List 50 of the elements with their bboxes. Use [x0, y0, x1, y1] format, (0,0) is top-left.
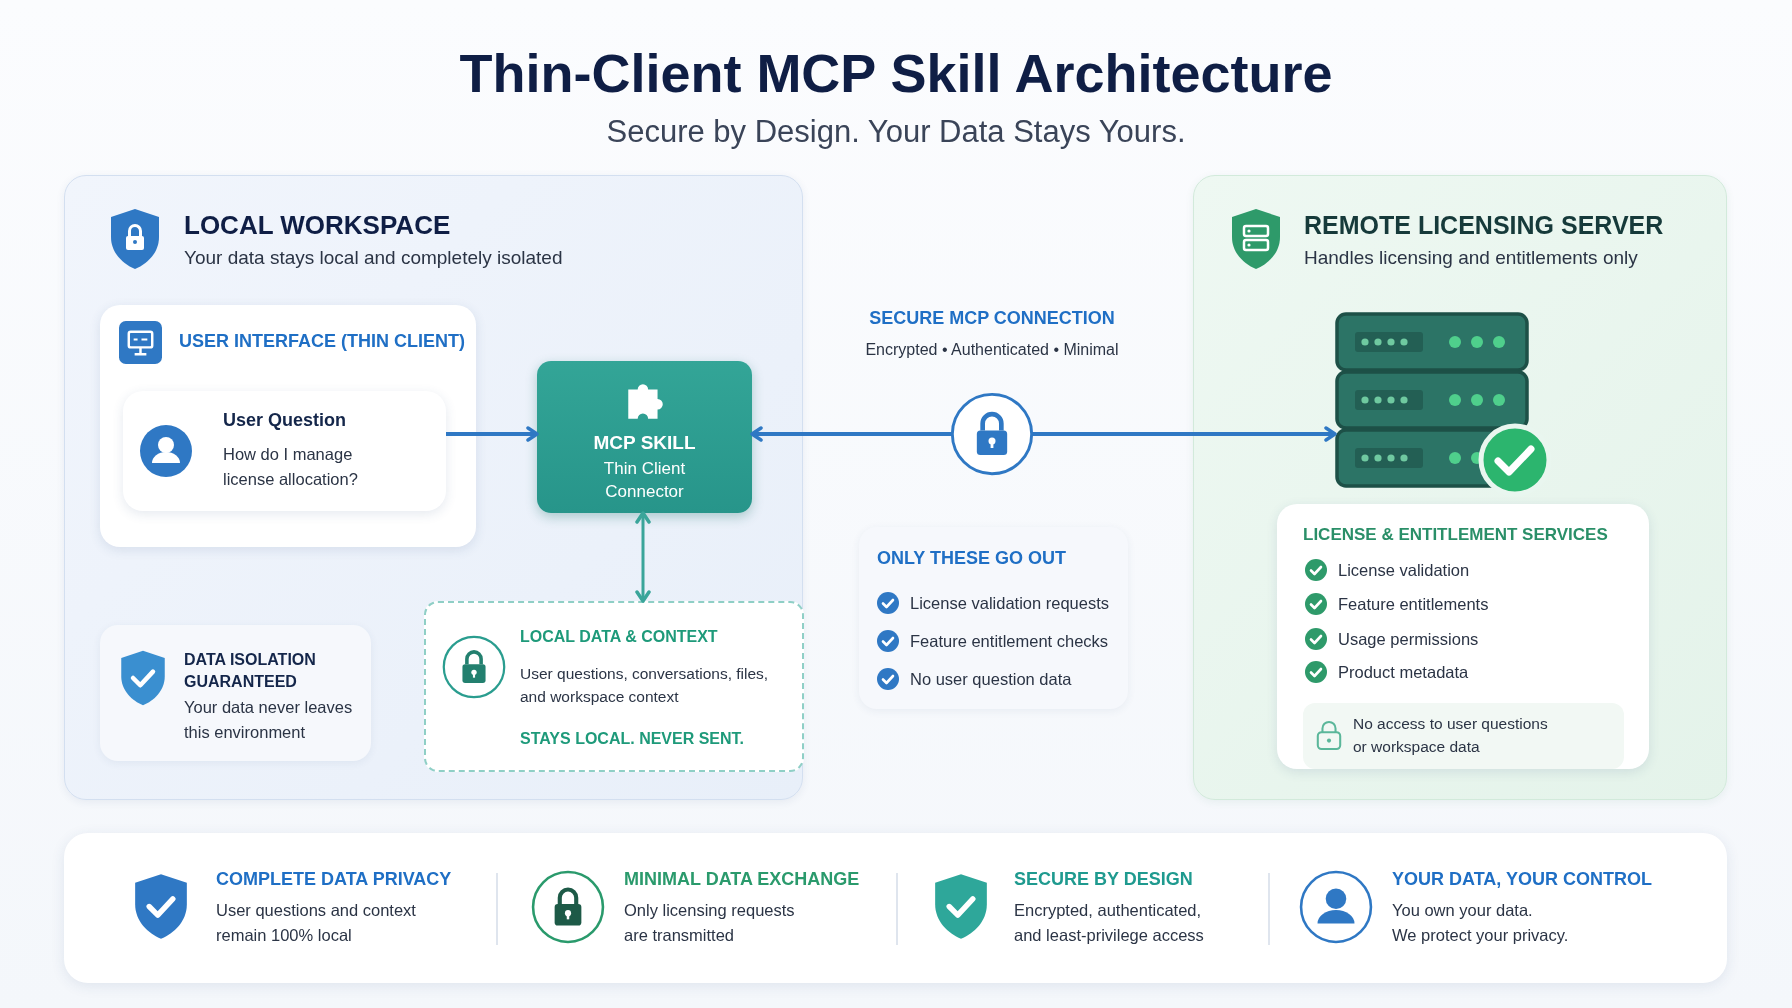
double-arrow — [635, 511, 651, 603]
panel-heading: REMOTE LICENSING SERVER — [1304, 210, 1665, 241]
services-card — [1277, 504, 1649, 769]
list-item: License validation requests — [910, 593, 1111, 614]
arrow — [446, 426, 539, 442]
info-card — [100, 625, 371, 761]
list-item: Feature entitlement checks — [910, 631, 1110, 652]
question-card — [123, 391, 446, 511]
card-heading: ONLY THESE GO OUT — [877, 547, 1068, 570]
feature-text: We protect your privacy. — [1392, 925, 1570, 946]
feature-text: Only licensing requests are transmitted — [624, 900, 796, 946]
list-item: No user question data — [910, 669, 1073, 690]
card-text: User questions, conversations, files, and workspace context — [520, 664, 770, 707]
note-box — [1303, 703, 1624, 769]
list-item: Usage permissions — [1338, 629, 1480, 650]
double-arrow — [750, 426, 1337, 442]
server-panel — [1193, 175, 1727, 800]
diagram-title: Thin-Client MCP Skill Architecture — [458, 42, 1334, 105]
list-item: Product metadata — [1338, 662, 1470, 683]
skill-box — [537, 361, 752, 513]
feature-text: You own your data. — [1392, 900, 1534, 921]
list-item: License validation — [1338, 560, 1471, 581]
connection-subtitle: Encrypted • Authenticated • Minimal — [864, 340, 1120, 360]
card-text: Your data never leaves this environment — [184, 697, 354, 743]
card-note: STAYS LOCAL. NEVER SENT. — [520, 729, 746, 749]
list-item: Feature entitlements — [1338, 594, 1490, 615]
skill-heading: MCP SKILL — [592, 431, 697, 455]
card-heading: LICENSE & ENTITLEMENT SERVICES — [1303, 524, 1609, 546]
feature-heading: SECURE BY DESIGN — [1014, 868, 1194, 891]
panel-heading: LOCAL WORKSPACE — [184, 209, 452, 242]
feature-heading: MINIMAL DATA EXCHANGE — [624, 868, 861, 891]
panel-subtitle: Your data stays local and completely isolated — [184, 246, 564, 270]
feature-text: User questions and context remain 100% local — [216, 900, 417, 946]
skill-subtitle: Thin Client Connector — [602, 458, 687, 503]
note-text: No access to user questions or workspace data — [1353, 714, 1549, 757]
card-heading: DATA ISOLATION GUARANTEED — [184, 650, 317, 692]
panel-subtitle: Handles licensing and entitlements only — [1304, 246, 1639, 270]
card-heading: User Question — [223, 409, 348, 432]
context-card — [424, 601, 804, 772]
outbound-card — [859, 527, 1128, 709]
card-heading: LOCAL DATA & CONTEXT — [520, 627, 719, 647]
question-text: How do I manage license allocation? — [223, 444, 359, 490]
feature-heading: YOUR DATA, YOUR CONTROL — [1392, 868, 1653, 891]
connection-heading: SECURE MCP CONNECTION — [868, 307, 1116, 330]
feature-heading: COMPLETE DATA PRIVACY — [216, 868, 453, 891]
feature-text: Encrypted, authenticated, and least-privilege access — [1014, 900, 1205, 946]
subtitle: Secure by Design. Your Data Stays Yours. — [605, 113, 1187, 151]
interface-card — [100, 305, 476, 547]
card-heading: USER INTERFACE (THIN CLIENT) — [179, 330, 466, 353]
workspace-panel — [64, 175, 803, 800]
